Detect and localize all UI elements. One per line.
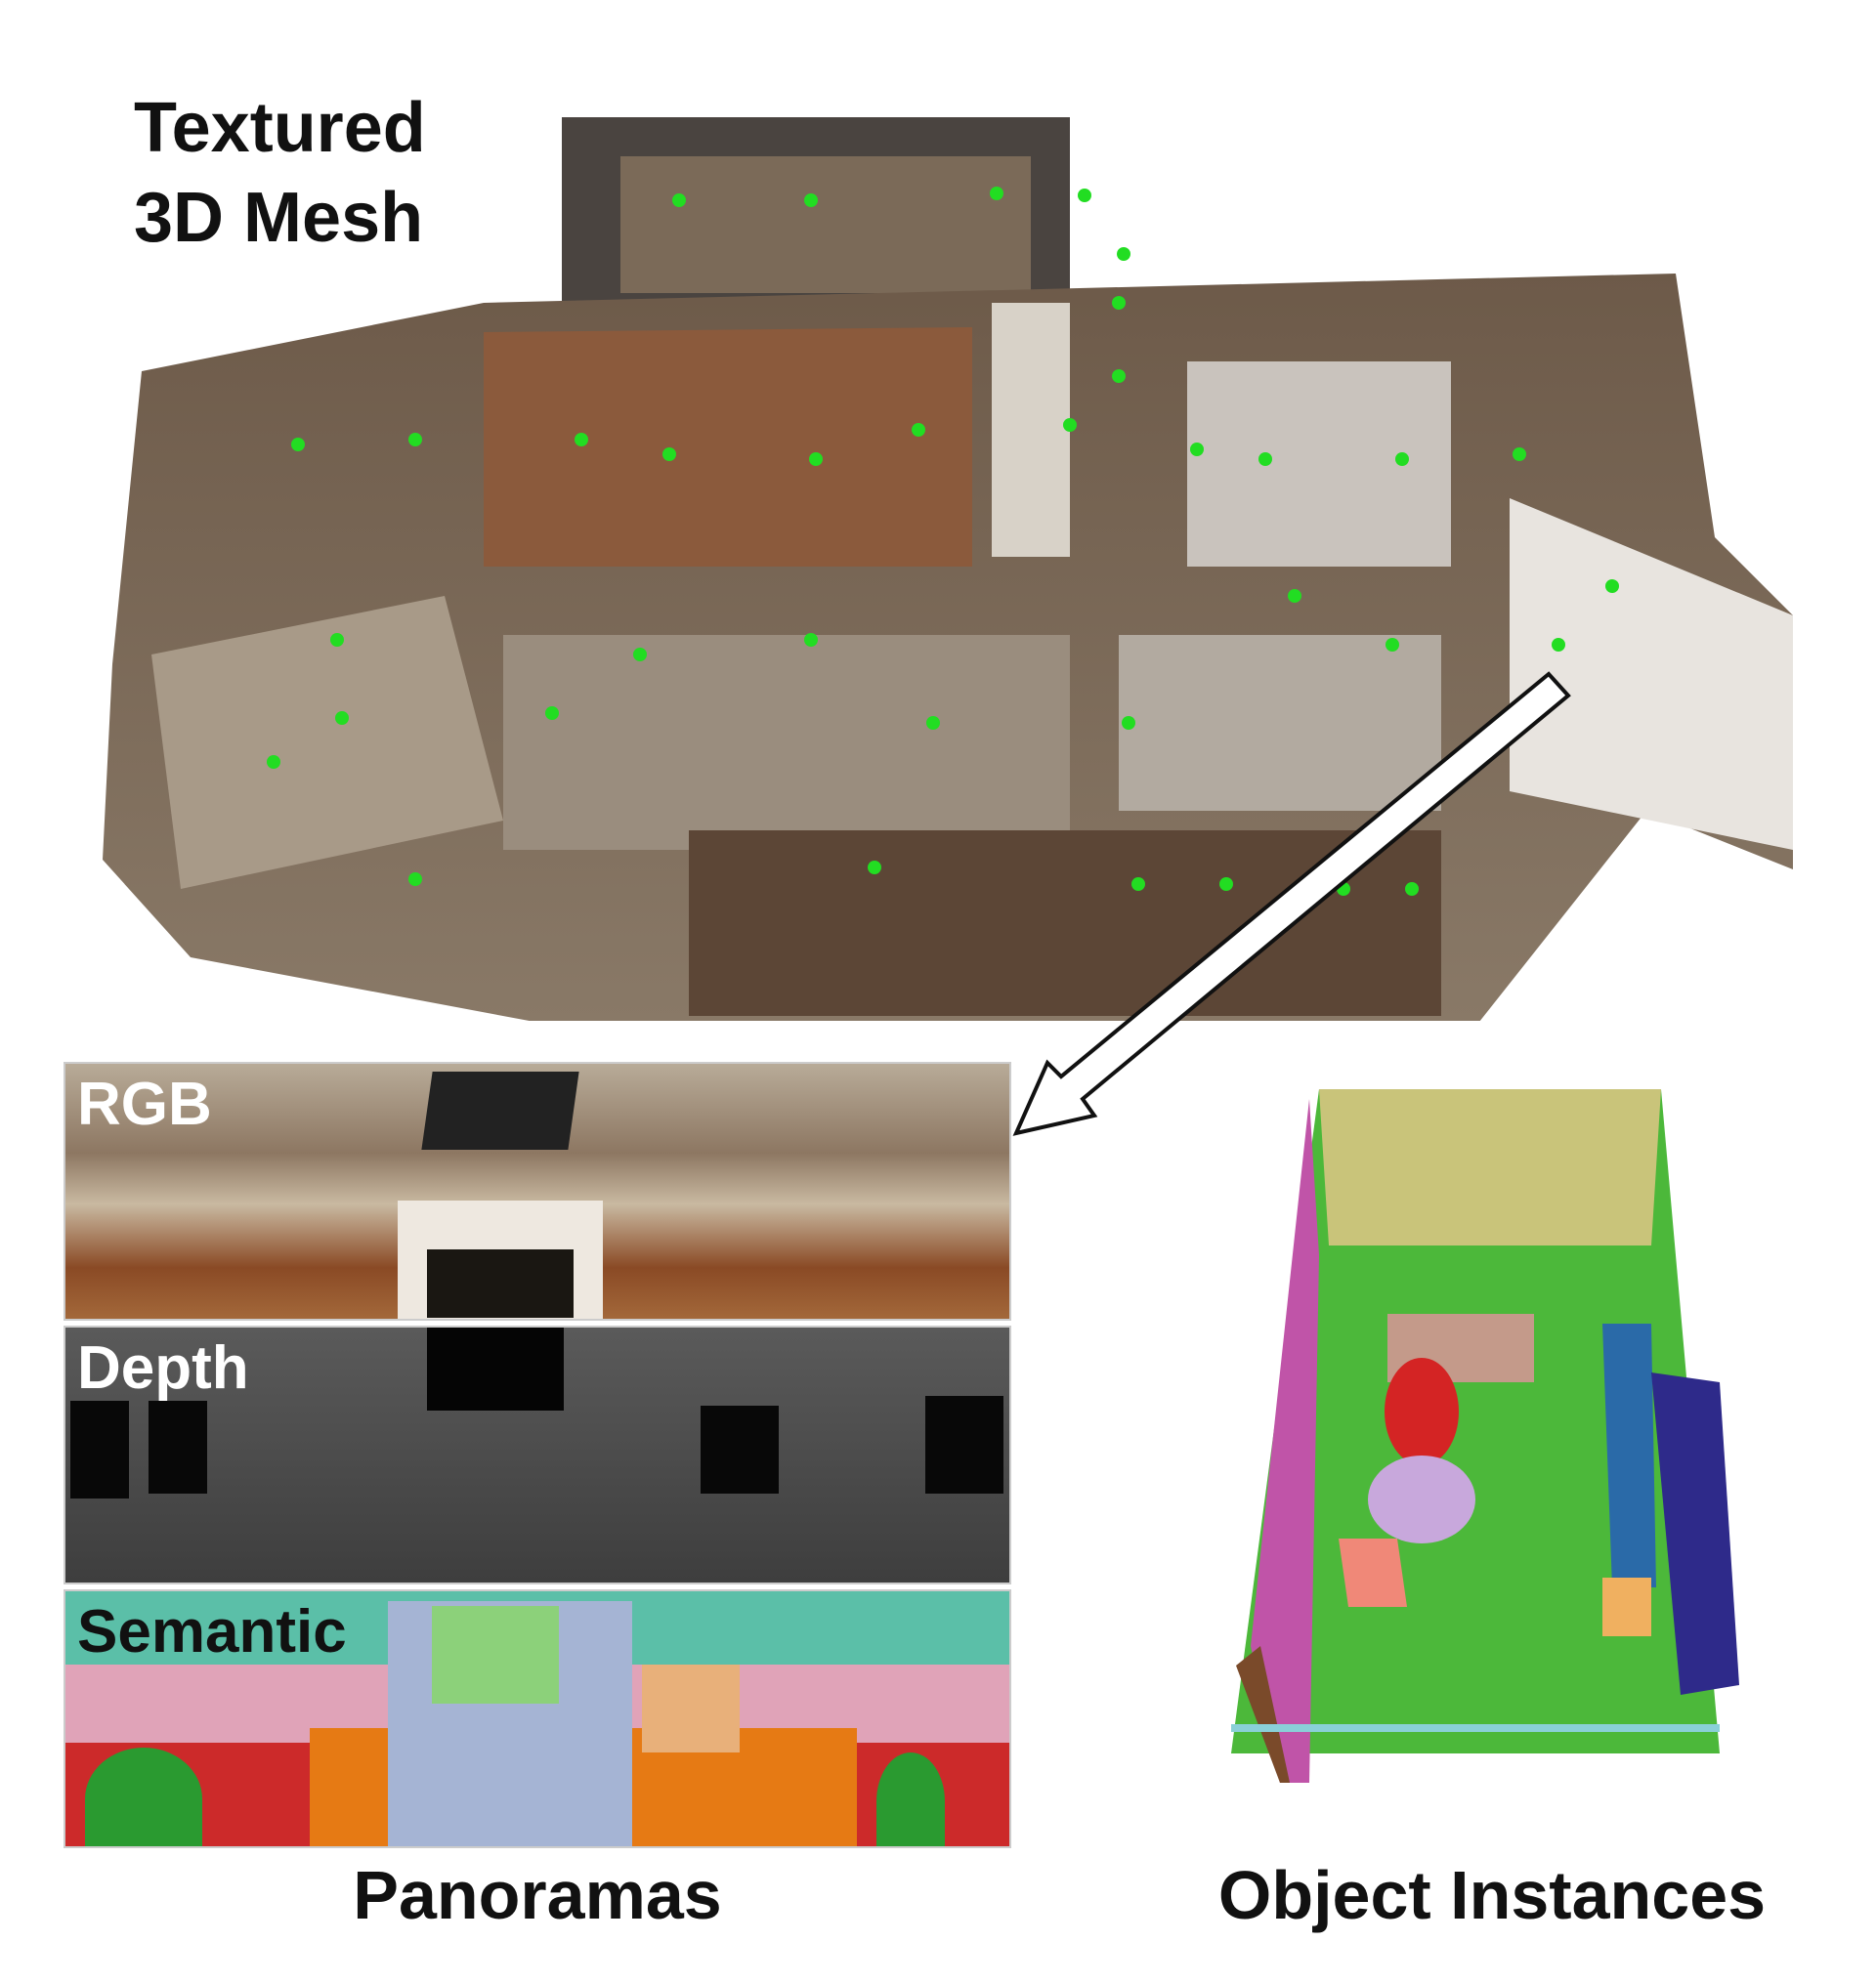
depth-panorama: Depth [64,1326,1011,1584]
rgb-panorama: RGB [64,1062,1011,1321]
semantic-label: Semantic [77,1598,347,1666]
panoramas-caption: Panoramas [353,1857,722,1933]
object-instances-image [1231,1089,1739,1783]
rgb-label: RGB [77,1071,212,1138]
semantic-panorama: Semantic [64,1589,1011,1848]
depth-label: Depth [77,1334,249,1402]
mesh-title-line1: Textured [134,89,426,167]
arrow-icon [1012,671,1571,1136]
viewpoint-markers [267,187,1619,896]
textured-3d-mesh-image [103,117,1793,1021]
mesh-title-line2: 3D Mesh [134,179,424,257]
object-instances-caption: Object Instances [1217,1857,1767,1933]
mesh-title: Textured 3D Mesh [134,83,426,263]
